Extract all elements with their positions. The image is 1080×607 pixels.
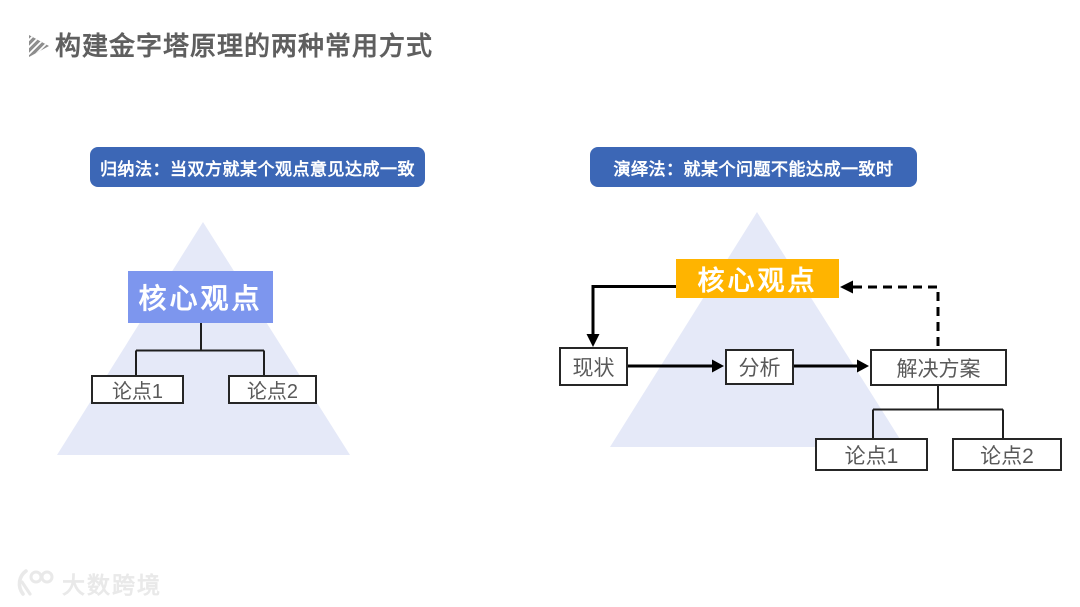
deduction-solution-node: 解决方案 bbox=[870, 349, 1007, 386]
page-title-row: 构建金字塔原理的两种常用方式 bbox=[26, 26, 433, 63]
right-pyramid-shape bbox=[610, 212, 905, 447]
induction-header-pill: 归纳法：当双方就某个观点意见达成一致 bbox=[90, 147, 425, 187]
left-pyramid-shape bbox=[57, 222, 350, 455]
induction-point1-node: 论点1 bbox=[91, 375, 184, 404]
arrow-analysis-to-solution bbox=[794, 359, 869, 373]
brand-100-logo-icon bbox=[17, 569, 54, 596]
deduction-header-pill: 演绎法：就某个问题不能达成一致时 bbox=[590, 147, 917, 187]
arrow-core-to-status bbox=[586, 285, 676, 347]
deduction-tree-connectors bbox=[872, 385, 1004, 440]
induction-core-node: 核心观点 bbox=[128, 271, 273, 323]
deduction-point1-node: 论点1 bbox=[815, 438, 928, 471]
induction-point2-node: 论点2 bbox=[228, 375, 317, 404]
page-title: 构建金字塔原理的两种常用方式 bbox=[55, 31, 434, 61]
deduction-point2-node: 论点2 bbox=[952, 438, 1062, 471]
deduction-core-node: 核心观点 bbox=[676, 259, 839, 298]
deduction-analysis-node: 分析 bbox=[725, 349, 794, 385]
arrow-status-to-analysis bbox=[628, 359, 724, 373]
deduction-status-node: 现状 bbox=[559, 347, 628, 386]
dashed-arrow-solution-to-core bbox=[840, 280, 940, 347]
watermark-brand-text: 大数跨境 bbox=[62, 572, 162, 598]
striped-play-triangle-icon bbox=[29, 34, 49, 57]
watermark: 大数跨境 bbox=[13, 566, 162, 600]
induction-tree-connectors bbox=[135, 322, 265, 377]
